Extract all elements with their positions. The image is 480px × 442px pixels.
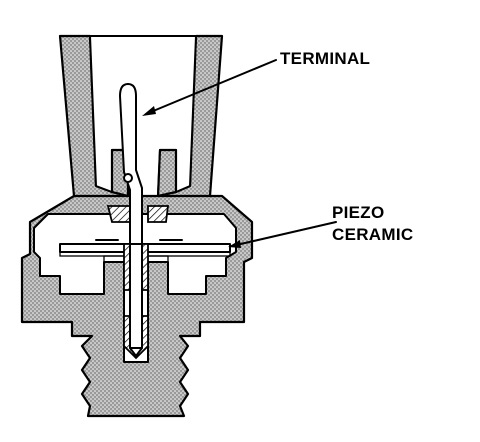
connector-housing: [58, 34, 224, 202]
piezo-label-line1: PIEZO: [332, 203, 385, 222]
terminal-label: TERMINAL: [280, 49, 370, 68]
piezo-arrowhead: [228, 240, 241, 248]
piezo-leader-line: [231, 221, 337, 247]
leader-lines: [142, 59, 337, 248]
piezo-label-line2: CERAMIC: [332, 225, 413, 244]
terminal-pin: [119, 83, 143, 357]
terminal-leader-line: [145, 59, 277, 115]
terminal-arrowhead: [142, 106, 156, 116]
